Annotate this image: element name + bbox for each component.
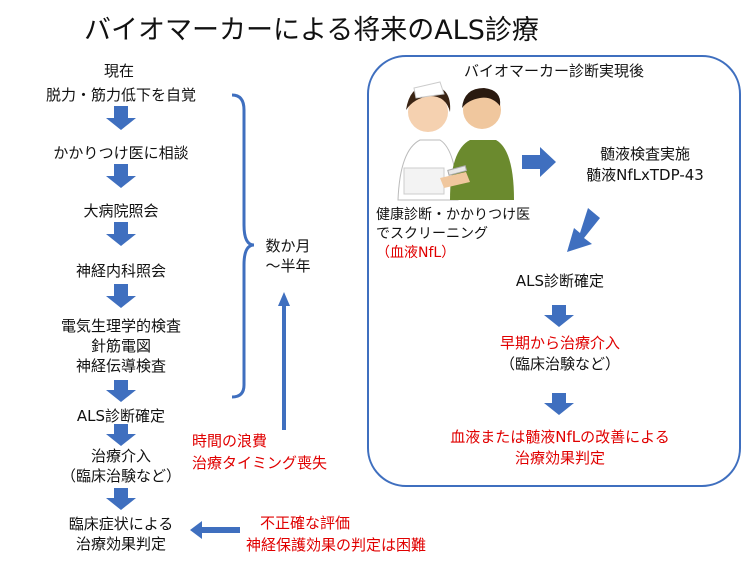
exam-electro: 電気生理学的検査	[60, 317, 181, 335]
screening-line2: でスクリーニング	[376, 226, 488, 242]
step-treatment: 治療介入 （臨床治験など）	[10, 446, 232, 486]
nfl-line1: 血液または髄液NfLの改善による	[450, 428, 670, 446]
waste-line1: 時間の浪費	[192, 432, 268, 450]
exam-emg: 針筋電図	[90, 337, 151, 355]
early-label: 早期から治療介入	[499, 334, 620, 352]
inaccurate-line1: 不正確な評価	[260, 514, 351, 532]
future-panel	[367, 55, 741, 487]
csf-test: 髄液検査実施 髄液NfLxTDP-43	[570, 144, 720, 186]
waste-line2: 治療タイミング喪失	[192, 454, 328, 472]
arrow-down	[106, 380, 136, 402]
arrow-up	[278, 292, 290, 430]
arrow-down	[106, 106, 136, 130]
treatment-label: 治療介入	[90, 447, 151, 465]
arrow-down	[106, 164, 136, 188]
flow-arrows-left	[106, 106, 136, 510]
arrow-diagonal	[567, 208, 600, 252]
future-heading: バイオマーカー診断実現後	[463, 62, 644, 80]
step-gp: かかりつけ医に相談	[53, 144, 189, 162]
step-als-diagnosis: ALS診断確定	[76, 407, 166, 425]
nfl-evaluation: 血液または髄液NfLの改善による 治療効果判定	[400, 427, 720, 469]
early-treatment: 早期から治療介入 （臨床治験など）	[460, 333, 660, 375]
arrow-down	[544, 393, 574, 415]
evaluation-line2: 治療効果判定	[75, 535, 166, 553]
step-hospital: 大病院照会	[83, 202, 159, 220]
step-evaluation: 臨床症状による 治療効果判定	[10, 514, 232, 554]
duration-line1: 数か月	[265, 237, 311, 255]
duration-label: 数か月 ～半年	[256, 236, 320, 276]
csf-line2: 髄液NfLxTDP-43	[586, 166, 704, 184]
csf-line1: 髄液検査実施	[599, 145, 690, 163]
inaccurate-note: 不正確な評価 神経保護効果の判定は困難	[246, 512, 426, 556]
step-exams: 電気生理学的検査 針筋電図 神経伝導検査	[10, 316, 232, 376]
arrow-down	[106, 284, 136, 308]
arrow-down	[106, 424, 136, 446]
exam-ncs: 神経伝導検査	[75, 357, 166, 375]
arrow-down	[106, 488, 136, 510]
current-heading: 現在	[104, 62, 135, 80]
arrow-down	[544, 305, 574, 327]
trial-label: （臨床治験など）	[499, 355, 620, 373]
nurse-patient-illustration	[397, 81, 514, 201]
treatment-note: （臨床治験など）	[60, 467, 181, 485]
duration-line2: ～半年	[265, 257, 311, 275]
arrow-right	[522, 147, 556, 177]
screening-text: 健康診断・かかりつけ医 でスクリーニング （血液NfL）	[376, 206, 530, 263]
future-diagnosis: ALS診断確定	[515, 272, 605, 290]
waste-note: 時間の浪費 治療タイミング喪失	[192, 430, 327, 474]
step-neurology: 神経内科照会	[75, 262, 166, 280]
screening-line3: （血液NfL）	[376, 245, 456, 261]
inaccurate-line2: 神経保護効果の判定は困難	[246, 536, 427, 554]
screening-line1: 健康診断・かかりつけ医	[376, 207, 531, 223]
step-symptom: 脱力・筋力低下を自覚	[45, 86, 196, 104]
brace	[231, 93, 255, 399]
arrow-left	[190, 521, 240, 539]
page-title: バイオマーカーによる将来のALS診療	[84, 15, 539, 46]
flow-arrows-right	[522, 147, 600, 415]
nfl-line2: 治療効果判定	[514, 449, 605, 467]
evaluation-line1: 臨床症状による	[68, 515, 174, 533]
arrow-down	[106, 222, 136, 246]
